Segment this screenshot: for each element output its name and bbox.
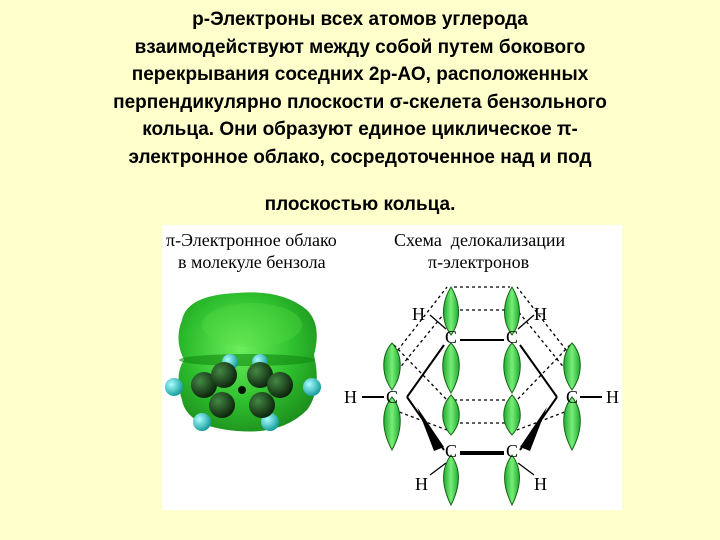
atom-c: C <box>386 387 398 407</box>
main-paragraph: р-Электроны всех атомов углерода взаимод… <box>14 6 706 171</box>
paragraph-line: кольца. Они образуют единое циклическое … <box>142 119 578 140</box>
electron-cloud <box>178 292 317 432</box>
atom-h: H <box>344 387 357 407</box>
benzene-atoms <box>165 354 321 431</box>
paragraph-line: взаимодействуют между собой путем боково… <box>134 36 586 58</box>
scheme-caption: Схема делокализации π-электронов <box>394 229 565 273</box>
paragraph-last-line: плоскостью кольца. <box>264 194 456 215</box>
benzene-drawings: C C C C C C H H H H H H <box>165 286 619 507</box>
atom-c: C <box>445 327 457 347</box>
paragraph-line: перпендикулярно плоскости σ-скелета бенз… <box>113 91 607 113</box>
atom-h: H <box>534 304 547 324</box>
delocalization-scheme: C C C C C C H H H H H H <box>344 286 619 507</box>
atom-h: H <box>534 474 547 494</box>
scheme-caption-line: π-электронов <box>428 252 530 272</box>
benzene-figure: π-Электронное облако в молекуле бензола … <box>162 225 622 510</box>
atom-c: C <box>506 327 518 347</box>
cloud-caption: π-Электронное облако в молекуле бензола <box>166 229 337 273</box>
atom-c: C <box>506 441 518 461</box>
cloud-caption-line: в молекуле бензола <box>178 252 326 272</box>
atom-c: C <box>566 387 578 407</box>
paragraph-line: перекрывания соседних 2р-АО, расположенн… <box>131 64 589 85</box>
paragraph-line: р-Электроны всех атомов углерода <box>192 9 528 30</box>
atom-h: H <box>412 304 425 324</box>
scheme-caption-line: Схема делокализации <box>394 230 566 250</box>
paragraph-line: электронное облако, сосредоточенное над … <box>128 146 592 168</box>
cloud-caption-line: π-Электронное облако <box>166 230 337 250</box>
atom-h: H <box>606 387 619 407</box>
atom-c: C <box>445 441 457 461</box>
atom-h: H <box>415 474 428 494</box>
